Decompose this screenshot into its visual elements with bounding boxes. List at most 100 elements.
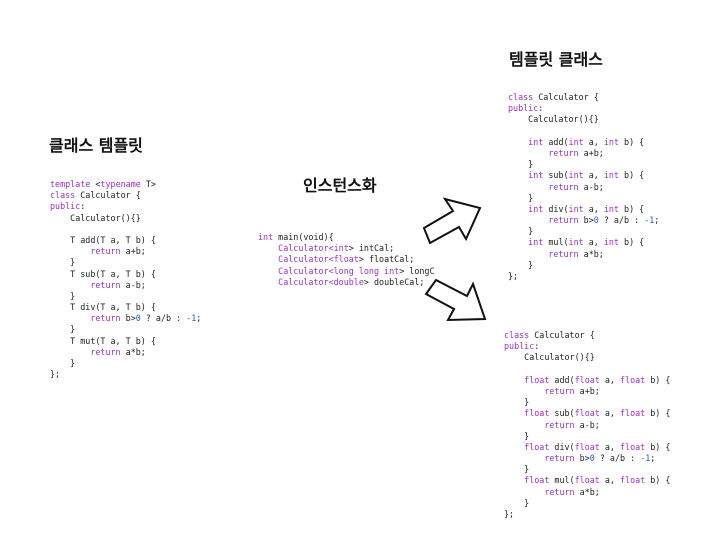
code-token: a,	[599, 408, 620, 419]
code-token: b>	[120, 313, 136, 324]
code-token: public	[508, 103, 539, 114]
code-token: Calculator(){}	[508, 114, 599, 125]
code-token: b) {	[645, 408, 671, 419]
code-line: public:	[508, 103, 659, 114]
code-token: template	[50, 179, 96, 189]
code-token: float	[524, 475, 550, 486]
code-token: T>	[140, 179, 156, 189]
code-token: float	[333, 254, 359, 265]
code-token: }	[504, 497, 530, 508]
code-token: }	[508, 226, 534, 237]
code-token: T add(T a, T b) {	[50, 234, 156, 245]
code-line: }	[504, 397, 670, 408]
code-token: int	[528, 170, 544, 181]
code-token: }	[504, 397, 530, 408]
code-token: sub(	[549, 408, 575, 419]
code-line: public:	[504, 341, 670, 352]
code-line: return b>0 ? a/b : -1;	[508, 215, 659, 226]
code-token: a-b;	[574, 419, 600, 430]
code-token: ? a/b :	[140, 313, 187, 324]
instantiation-title: 인스턴스화	[303, 176, 377, 195]
code-token: ? a/b :	[594, 453, 641, 464]
code-line: }	[508, 260, 659, 271]
code-line: public:	[50, 201, 201, 212]
code-token: int	[333, 243, 349, 254]
code-token: float	[574, 441, 600, 452]
code-token: b>	[574, 453, 590, 464]
code-token: float	[620, 475, 646, 486]
instantiation-code: int main(void){ Calculator<int> intCal; …	[258, 232, 435, 288]
code-token: a*b;	[120, 346, 146, 357]
code-line: int sub(int a, int b) {	[508, 170, 659, 181]
code-token: double	[333, 276, 364, 287]
code-token: }	[50, 290, 76, 301]
arrow-up-right-icon	[422, 197, 482, 245]
code-line: return b>0 ? a/b : -1;	[504, 453, 670, 464]
code-line: }	[504, 431, 670, 442]
code-token: }	[50, 257, 76, 268]
code-token: return	[544, 385, 575, 396]
code-token: float	[524, 408, 550, 419]
class-template-code: template <typename T>class Calculator {p…	[50, 179, 201, 380]
code-line: int mul(int a, int b) {	[508, 237, 659, 248]
code-line: }	[508, 159, 659, 170]
code-token: Calculator<	[278, 265, 334, 276]
code-token: return	[548, 147, 579, 158]
code-token: Calculator {	[529, 330, 595, 340]
code-line: float add(float a, float b) {	[504, 375, 670, 386]
code-line: Calculator<int> intCal;	[258, 243, 435, 254]
class-template-title: 클래스 템플릿	[49, 136, 143, 155]
code-line: };	[508, 271, 659, 282]
code-token: return	[90, 346, 121, 357]
code-line: int main(void){	[258, 232, 435, 243]
code-token: public	[504, 341, 535, 352]
code-token: Calculator<	[278, 243, 334, 254]
code-token: :	[538, 103, 544, 114]
code-line: };	[50, 369, 201, 380]
code-token: a*b;	[578, 248, 604, 259]
code-token: float	[524, 441, 550, 452]
code-token: add(	[549, 374, 575, 385]
code-line: Calculator(){}	[50, 213, 201, 224]
code-token: 0	[135, 313, 141, 324]
code-token: a,	[599, 441, 620, 452]
code-line: }	[508, 226, 659, 237]
code-line: class Calculator {	[50, 190, 201, 201]
code-token: float	[524, 374, 550, 385]
code-token: float	[574, 408, 600, 419]
code-token: }	[50, 324, 76, 335]
code-line: return a-b;	[504, 420, 670, 431]
code-token: mul(	[549, 475, 575, 486]
code-token: }	[504, 430, 530, 441]
code-token: return	[548, 181, 579, 192]
code-token: ? a/b :	[598, 215, 645, 226]
code-line: }	[504, 464, 670, 475]
code-token: :	[534, 341, 540, 352]
code-line: Calculator<long long int> longC	[258, 265, 435, 277]
code-token: a-b;	[578, 181, 604, 192]
code-token: > longC	[399, 265, 435, 276]
code-line: return b>0 ? a/b : -1;	[50, 313, 201, 324]
code-token: ;	[196, 313, 202, 324]
code-token: b) {	[618, 136, 645, 147]
code-token: };	[508, 271, 519, 281]
code-line: Calculator(){}	[508, 114, 659, 125]
code-token: a,	[583, 203, 604, 214]
code-token: -1	[644, 215, 655, 226]
code-token: T div(T a, T b) {	[50, 302, 156, 313]
code-token: int	[528, 203, 544, 214]
code-token: int	[528, 237, 544, 248]
code-token: float	[574, 374, 600, 385]
code-token: ;	[650, 453, 656, 464]
code-token: };	[504, 509, 515, 519]
code-token: class	[504, 330, 530, 340]
code-token: Calculator {	[75, 190, 141, 201]
code-token: div(	[543, 203, 569, 214]
code-token: }	[50, 358, 76, 368]
code-token: float	[620, 408, 646, 419]
code-token: T mut(T a, T b) {	[50, 335, 156, 346]
code-line: float sub(float a, float b) {	[504, 408, 670, 419]
code-token: int	[568, 170, 584, 181]
code-line: return a+b;	[504, 386, 670, 397]
